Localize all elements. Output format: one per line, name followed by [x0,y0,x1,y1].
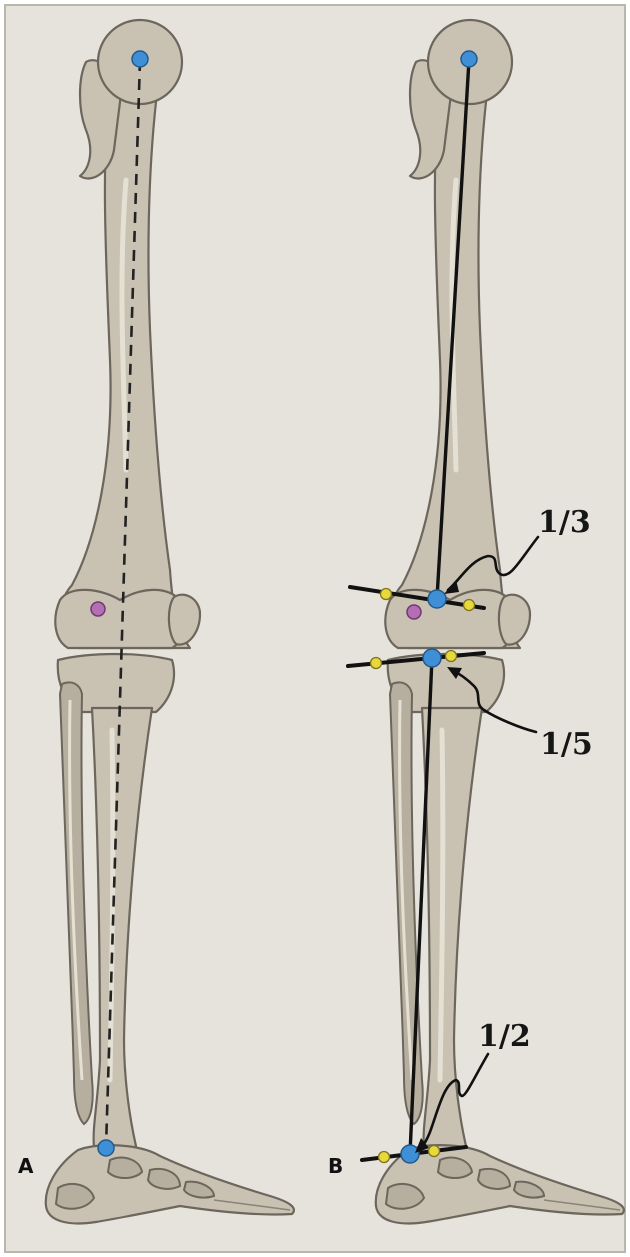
panel-a-label: A [18,1154,34,1178]
panel-b-knee-femoral-center-point [428,590,446,608]
ankle-fraction-label: 1/2 [478,1019,531,1054]
tibia-plateau-fraction-label: 1/5 [540,727,593,762]
panel-a-condyle-point [91,602,105,616]
panel-b-femur-medial-point [381,589,392,600]
panel-b-femoral-head-center-point [461,51,477,67]
panel-a-ankle-center-point [98,1140,114,1156]
panel-b-label: B [328,1154,343,1178]
panel-b-knee-tibial-center-point [423,649,441,667]
femur-fraction-label: 1/3 [538,505,591,540]
panel-b-femur-lateral-point [464,600,475,611]
panel-a-femoral-head-center-point [132,51,148,67]
panel-b-condyle-point [407,605,421,619]
panel-b-tibia-lateral-point [446,651,457,662]
panel-b-ankle-center-point [401,1145,419,1163]
panel-b-ankle-lateral-point [429,1146,440,1157]
panel-b-tibia-medial-point [371,658,382,669]
panel-b-ankle-medial-point [379,1152,390,1163]
